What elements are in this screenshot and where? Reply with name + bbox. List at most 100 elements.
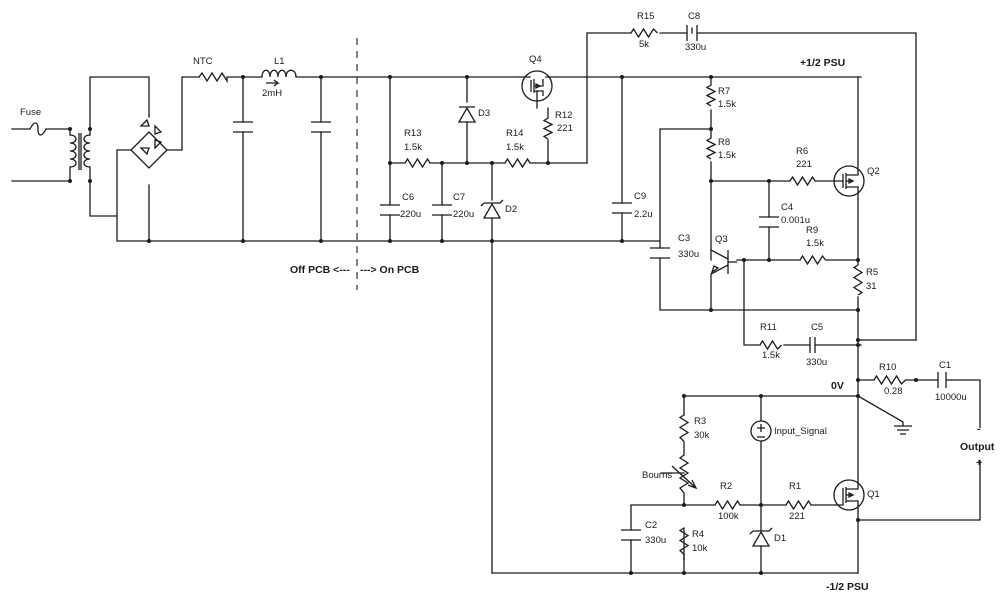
r1-label: R1 [789, 481, 801, 492]
inductor-arrow-icon [266, 79, 280, 87]
wires [11, 27, 981, 574]
filter-capacitor-2-symbol [311, 121, 331, 133]
c3-value: 330u [678, 249, 699, 260]
resistor-r9-symbol [799, 254, 827, 266]
resistor-r11-symbol [759, 339, 782, 351]
output-label: Output [960, 441, 995, 453]
mosfet-q4-symbol [517, 70, 557, 102]
c5-label: C5 [811, 322, 823, 333]
r12-label: R12 [555, 110, 572, 121]
r4-label: R4 [692, 529, 704, 540]
fuse-symbol [29, 122, 47, 136]
r7-label: R7 [718, 86, 730, 97]
r10-label: R10 [879, 362, 896, 373]
r5-value: 31 [866, 281, 877, 292]
resistor-r3-symbol [678, 414, 690, 442]
c8-value: 330u [685, 42, 706, 53]
r5-label: R5 [866, 267, 878, 278]
resistor-r10-symbol [873, 374, 908, 386]
component-labels: Fuse NTC L1 2mH Q4 R15 5k C8 330u D3 R12… [20, 11, 967, 554]
c1-value: 10000u [935, 392, 967, 403]
bjt-q3-symbol [710, 250, 737, 274]
capacitor-c1-symbol [937, 372, 952, 388]
capacitor-c9-symbol [612, 202, 632, 214]
q1-label: Q1 [867, 489, 880, 500]
potentiometer-bourns-symbol [671, 454, 698, 494]
c7-value: 220u [453, 209, 474, 220]
r15-label: R15 [637, 11, 654, 22]
c9-label: C9 [634, 191, 646, 202]
bridge-rectifier-symbol [130, 118, 168, 169]
r2-value: 100k [718, 511, 739, 522]
zero-volt-label: 0V [831, 380, 844, 392]
r10-value: 0.28 [884, 386, 903, 397]
r7-value: 1.5k [718, 99, 736, 110]
fuse-label: Fuse [20, 107, 41, 118]
c4-label: C4 [781, 202, 793, 213]
resistor-r12-symbol [542, 117, 554, 140]
diode-d3-symbol [457, 106, 477, 123]
r1-value: 221 [789, 511, 805, 522]
c2-label: C2 [645, 520, 657, 531]
r13-label: R13 [404, 128, 421, 139]
resistor-r14-symbol [504, 157, 531, 169]
positive-psu-label: +1/2 PSU [800, 57, 845, 69]
capacitor-c4-symbol [759, 216, 779, 228]
negative-psu-label: -1/2 PSU [826, 581, 869, 593]
on-pcb-label: ---> On PCB [360, 264, 420, 276]
input-signal-source-icon [750, 420, 772, 442]
r6-label: R6 [796, 146, 808, 157]
transformer-symbol [69, 128, 91, 182]
r14-label: R14 [506, 128, 523, 139]
r14-value: 1.5k [506, 142, 524, 153]
resistor-r5-symbol [852, 264, 864, 296]
r15-value: 5k [639, 39, 649, 50]
ground-icon [894, 425, 912, 435]
output-plus-label: + [976, 457, 982, 469]
r3-value: 30k [694, 430, 710, 441]
resistor-r1-symbol [785, 499, 812, 511]
capacitor-c5-symbol [809, 337, 816, 353]
r8-value: 1.5k [718, 150, 736, 161]
filter-capacitor-1-symbol [233, 121, 253, 133]
zener-diode-d1-symbol [749, 527, 773, 547]
r3-label: R3 [694, 416, 706, 427]
r6-value: 221 [796, 159, 812, 170]
q4-label: Q4 [529, 54, 542, 65]
d1-label: D1 [774, 533, 786, 544]
c8-label: C8 [688, 11, 700, 22]
resistor-r2-symbol [714, 499, 741, 511]
capacitor-c8-symbol [686, 25, 698, 41]
q3-label: Q3 [715, 234, 728, 245]
resistor-r8-symbol [705, 137, 717, 160]
capacitor-c3-symbol [650, 247, 670, 259]
c1-label: C1 [939, 360, 951, 371]
r11-label: R11 [760, 322, 777, 333]
r9-value: 1.5k [806, 238, 824, 249]
off-pcb-label: Off PCB <--- [290, 264, 350, 276]
c9-value: 2.2u [634, 209, 653, 220]
zener-diode-d2-symbol [480, 199, 504, 219]
input-signal-label: Input_Signal [774, 426, 827, 437]
mosfet-q1-symbol [833, 478, 865, 512]
capacitor-c6-symbol [380, 204, 400, 216]
resistor-r13-symbol [404, 157, 431, 169]
r11-value: 1.5k [762, 350, 780, 361]
c6-label: C6 [402, 192, 414, 203]
c4-value: 0.001u [781, 215, 810, 226]
capacitor-c2-symbol [621, 529, 641, 541]
c7-label: C7 [453, 192, 465, 203]
r4-value: 10k [692, 543, 708, 554]
r9-label: R9 [806, 225, 818, 236]
r8-label: R8 [718, 137, 730, 148]
junction-dots [68, 75, 918, 575]
bourns-label: Bourns [642, 470, 672, 481]
d2-label: D2 [505, 204, 517, 215]
inductor-l1-symbol [261, 69, 297, 78]
ntc-label: NTC [193, 56, 213, 67]
l1-value: 2mH [262, 88, 282, 99]
resistor-r4-symbol [678, 527, 690, 560]
resistor-r15-symbol [630, 27, 658, 39]
c6-value: 220u [400, 209, 421, 220]
